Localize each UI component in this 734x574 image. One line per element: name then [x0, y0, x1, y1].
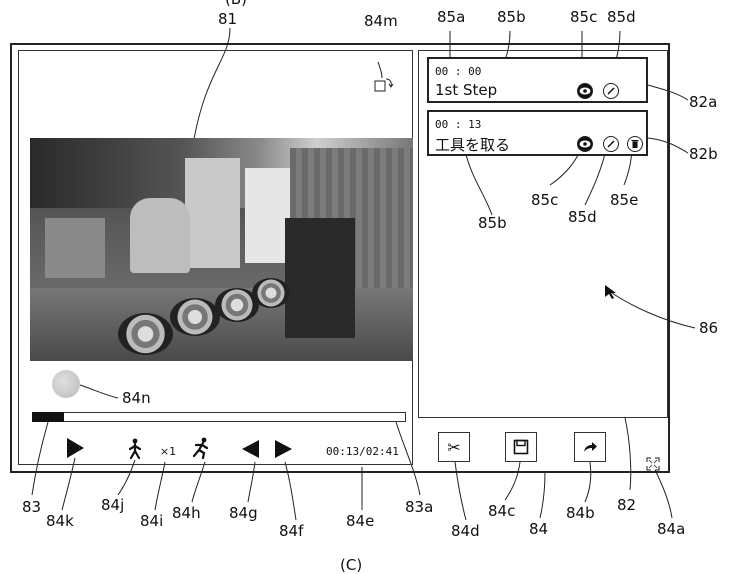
cursor-icon	[604, 284, 620, 300]
ref-82: 82	[617, 496, 637, 514]
leader-84h	[191, 461, 206, 503]
step-list-panel	[418, 50, 668, 418]
ref-82a: 82a	[689, 93, 718, 111]
ref-85b: 85b	[497, 8, 526, 26]
ref-84d: 84d	[451, 522, 480, 540]
ref-84j: 84j	[101, 496, 125, 514]
time-display: 00:13/02:41	[326, 445, 399, 458]
ref-84a: 84a	[657, 520, 686, 538]
ref-84i: 84i	[140, 512, 164, 530]
leader-84	[539, 471, 546, 519]
share-button[interactable]	[574, 432, 606, 462]
ref-82b: 82b	[689, 145, 718, 163]
leader-84f	[284, 461, 297, 521]
running-icon[interactable]	[190, 436, 212, 460]
pencil-icon[interactable]	[603, 136, 619, 152]
ref-84m: 84m	[364, 12, 398, 30]
ref-83: 83	[22, 498, 42, 516]
ref-85c: 85c	[531, 191, 559, 209]
leader-84j	[117, 459, 136, 496]
speed-label[interactable]: ×1	[159, 444, 177, 458]
leader-84d	[454, 461, 467, 521]
fullscreen-icon[interactable]	[646, 456, 662, 472]
step-time: 00 : 00	[435, 65, 482, 78]
seek-bar-progress	[32, 412, 64, 422]
ref-85d: 85d	[607, 8, 636, 26]
leader-81	[191, 27, 231, 151]
leader-84i	[154, 461, 166, 511]
step-title: 1st Step	[435, 81, 498, 99]
ref-84e: 84e	[346, 512, 375, 530]
step-title: 工具を取る	[435, 136, 511, 154]
leader-84a	[654, 469, 673, 519]
seek-thumb[interactable]	[52, 370, 80, 398]
eye-icon[interactable]	[577, 83, 593, 99]
ref-85b: 85b	[478, 214, 507, 232]
ref-81: 81	[218, 10, 238, 28]
leader-85b-bot	[464, 149, 493, 216]
leader-84m	[377, 61, 383, 79]
video-frame[interactable]	[30, 138, 413, 361]
figure-label-top: (B)	[225, 0, 247, 8]
eye-icon[interactable]	[577, 136, 593, 152]
save-icon	[513, 439, 529, 455]
ref-84h: 84h	[172, 504, 201, 522]
leader-84c	[504, 461, 521, 501]
figure-label-bottom: (C)	[340, 556, 363, 574]
ref-84f: 84f	[279, 522, 304, 540]
leader-83a	[395, 421, 421, 496]
ref-84k: 84k	[46, 512, 74, 530]
ref-84n: 84n	[122, 389, 151, 407]
ref-85a: 85a	[437, 8, 466, 26]
export-icon[interactable]	[374, 76, 396, 92]
cut-button[interactable]: ✂	[438, 432, 470, 462]
ref-85d: 85d	[568, 208, 597, 226]
leader-84k	[61, 457, 76, 511]
leader-84b	[584, 461, 592, 503]
step-card[interactable]: 00 : 00 1st Step	[427, 57, 648, 103]
save-button[interactable]	[505, 432, 537, 462]
ref-85e: 85e	[610, 191, 639, 209]
next-frame-icon[interactable]	[272, 437, 296, 461]
trash-icon[interactable]	[627, 136, 643, 152]
ref-84g: 84g	[229, 504, 258, 522]
share-icon	[584, 442, 597, 452]
leader-83	[31, 421, 49, 496]
step-card[interactable]: 00 : 13 工具を取る	[427, 110, 648, 156]
ref-86: 86	[699, 319, 719, 337]
leader-84g	[247, 461, 256, 503]
leader-82	[624, 417, 632, 491]
pencil-icon[interactable]	[603, 83, 619, 99]
app-window-frame	[10, 43, 670, 473]
ref-84: 84	[529, 520, 549, 538]
leader-86	[611, 292, 696, 329]
ref-84c: 84c	[488, 502, 516, 520]
scissors-icon: ✂	[447, 437, 461, 457]
ref-85c: 85c	[570, 8, 598, 26]
prev-frame-icon[interactable]	[238, 437, 262, 461]
step-time: 00 : 13	[435, 118, 482, 131]
ref-83a: 83a	[405, 498, 434, 516]
seek-bar[interactable]	[32, 412, 406, 422]
ref-84b: 84b	[566, 504, 595, 522]
play-icon[interactable]	[64, 436, 86, 460]
leader-84n	[79, 384, 119, 399]
walking-icon[interactable]	[124, 437, 146, 461]
